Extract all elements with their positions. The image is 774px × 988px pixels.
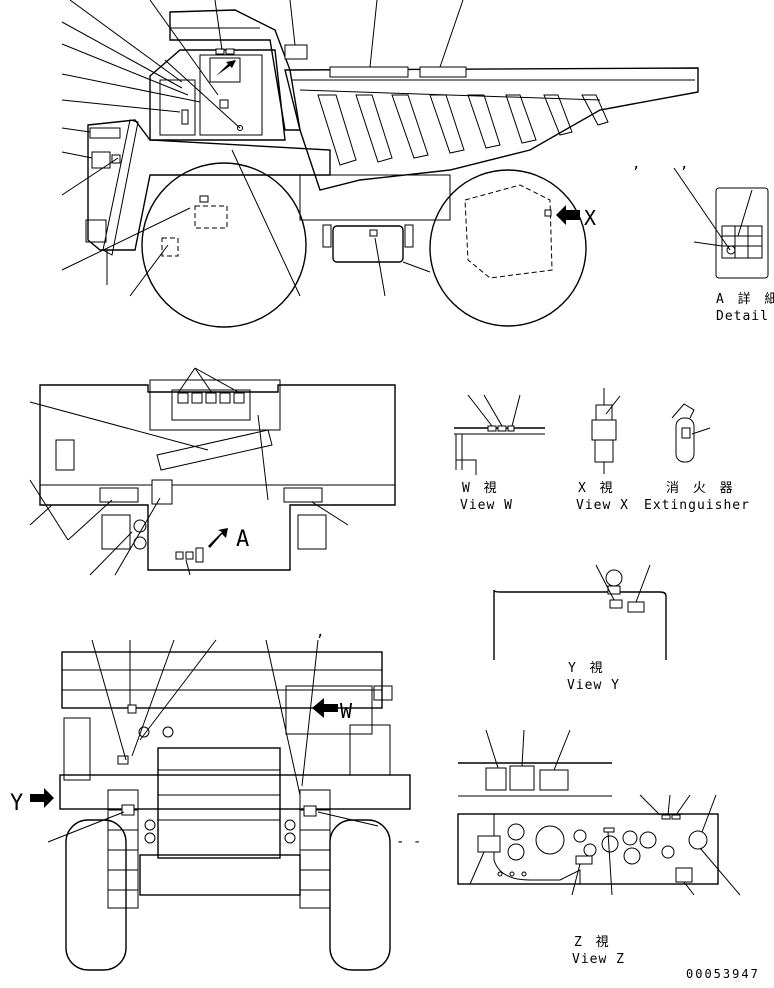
view-x: X 視 View X (576, 388, 629, 513)
extinguisher-label-en: Extinguisher (644, 498, 750, 513)
label-body-left (329, 66, 409, 78)
fuel-tank (332, 225, 404, 263)
view-w-label-en: View W (460, 498, 513, 513)
svg-text:- -: - - (396, 834, 421, 850)
front-left-wheel (65, 819, 127, 971)
leader-lines-side (61, 0, 464, 297)
extinguisher: 消 火 器 Extinguisher (644, 403, 750, 513)
view-z-label-en: View Z (572, 952, 625, 967)
detail-a-label-jp: A 詳 細 (716, 291, 774, 307)
rear-top-labels (177, 392, 245, 404)
svg-text:,: , (632, 156, 640, 172)
svg-text:,: , (316, 624, 324, 640)
view-y-label-jp: Y 視 (568, 661, 606, 676)
detail-a-label-en: Detail A (716, 309, 774, 324)
label-body-right (419, 66, 467, 78)
view-x-arrow (556, 205, 580, 225)
callout-y: Y (10, 791, 23, 816)
callout-x: X (584, 206, 596, 230)
warning-arrow-plate (209, 57, 241, 83)
view-w-label-jp: W 視 (462, 481, 500, 496)
front-wheel (141, 162, 307, 328)
side-view-truck: X (61, 0, 699, 328)
drawing-number: 00053947 (686, 967, 760, 981)
front-ladders (107, 789, 331, 909)
leader-lines-z (469, 794, 741, 896)
view-w: W 視 View W (454, 394, 545, 513)
detail-a: , , A 詳 細 Detail A (632, 156, 774, 324)
leader-lines-rear (29, 367, 349, 576)
view-x-label-en: View X (576, 498, 629, 513)
view-y: Y 視 View Y (493, 564, 667, 693)
callout-a: A (236, 527, 249, 552)
view-x-label-jp: X 視 (578, 481, 616, 496)
leader-lines-front (47, 639, 379, 843)
front-right-wheel (329, 819, 391, 971)
callout-w: W (340, 699, 353, 723)
view-y-arrow (30, 788, 54, 808)
front-view-truck: W (10, 624, 421, 971)
svg-text:,: , (680, 156, 688, 172)
view-w-arrow (312, 698, 338, 718)
label-front-2 (91, 151, 111, 169)
label-front-1 (89, 127, 121, 139)
view-z-label-jp: Z 視 (574, 935, 612, 950)
view-z: Z 視 View Z (457, 729, 741, 967)
rear-view-truck: A (29, 367, 396, 576)
rear-wheel (429, 169, 587, 327)
label-canopy (284, 44, 308, 60)
view-a-arrow (208, 528, 228, 548)
extinguisher-label-jp: 消 火 器 (666, 481, 736, 496)
view-y-label-en: View Y (567, 678, 620, 693)
body-ribs (317, 94, 609, 166)
gauges (497, 823, 708, 877)
